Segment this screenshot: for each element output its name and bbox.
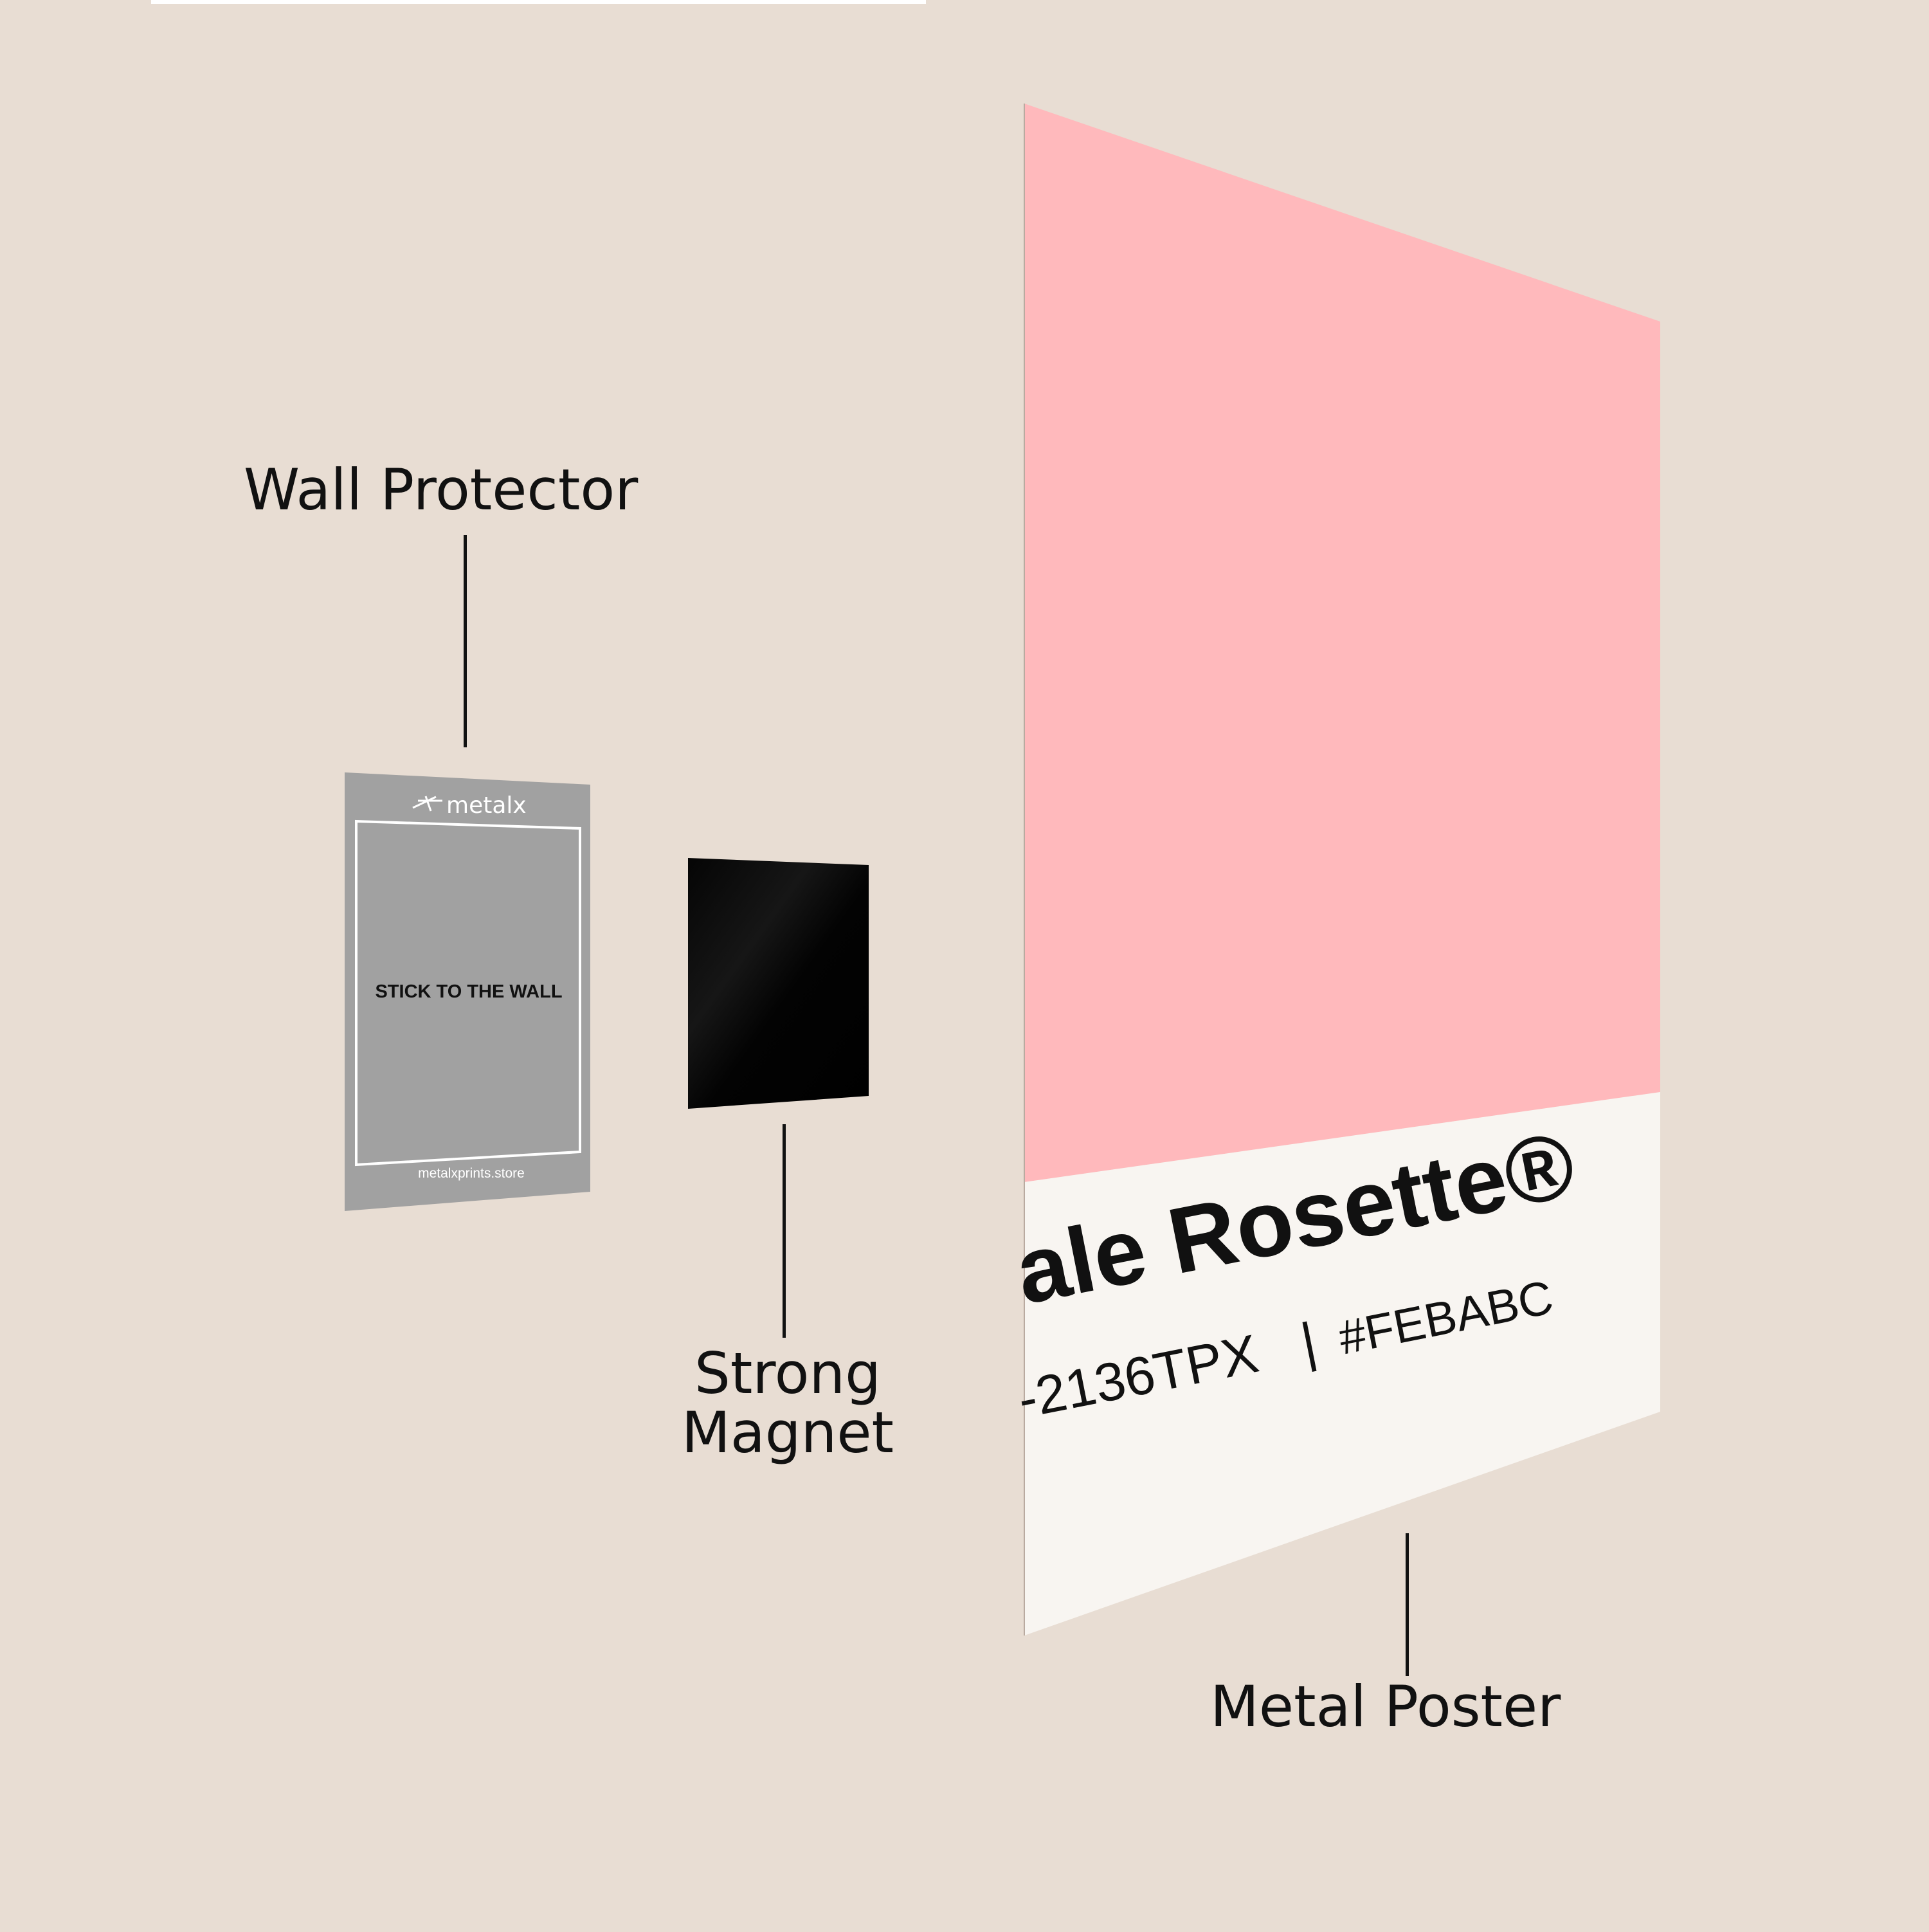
strong-magnet-label: Strong Magnet	[662, 1344, 913, 1463]
strong-magnet-leader-line	[783, 1124, 786, 1338]
wall-protector-label: Wall Protector	[244, 457, 638, 523]
poster-color-swatch	[1024, 104, 1660, 1182]
poster-label-area	[1024, 1092, 1660, 1636]
metal-poster: ale Rosette® -2136TPX | #FEBABC	[1008, 104, 1660, 1636]
wall-protector-website: metalxprints.store	[418, 1166, 525, 1181]
metal-poster-leader-line	[1406, 1533, 1409, 1676]
strong-magnet-label-line1: Strong	[694, 1340, 882, 1407]
top-white-strip	[151, 0, 926, 4]
wall-protector-border	[355, 819, 581, 1167]
wall-protector-instruction: STICK TO THE WALL	[375, 981, 562, 1002]
wall-protector-leader-line	[464, 535, 467, 747]
strong-magnet-label-line2: Magnet	[681, 1399, 894, 1466]
metalx-logo-icon	[412, 796, 442, 812]
wall-protector-brand: metalx	[446, 792, 527, 819]
wall-protector-card: metalx STICK TO THE WALL metalxprints.st…	[345, 772, 590, 1211]
strong-magnet-piece	[688, 858, 869, 1109]
metal-poster-label: Metal Poster	[1210, 1673, 1561, 1740]
wall-protector-background	[345, 772, 590, 1211]
